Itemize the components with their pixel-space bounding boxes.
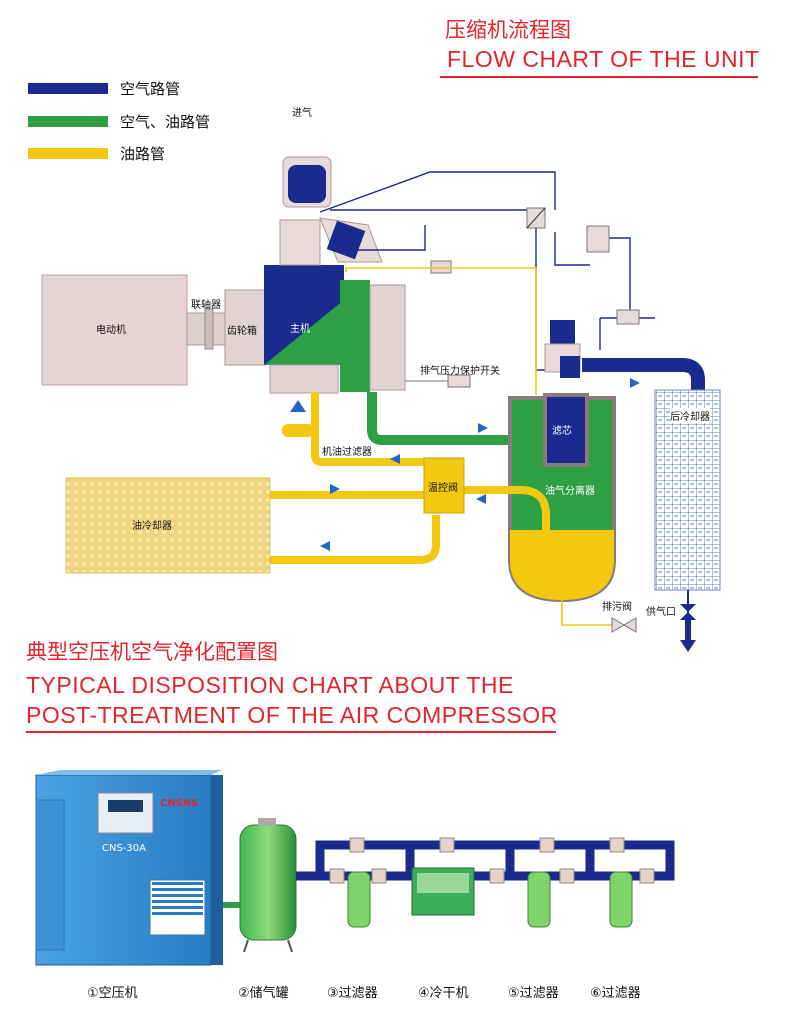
- oil-cooler: [65, 477, 271, 574]
- caption-air-tank: ②储气罐: [238, 986, 289, 1001]
- label-thermo-valve: 温控阀: [428, 483, 458, 494]
- label-after-cooler: 后冷却器: [670, 408, 710, 423]
- title-underline: [440, 76, 758, 78]
- filter-2: [527, 871, 551, 928]
- section2-title-en-line2: POST-TREATMENT OF THE AIR COMPRESSOR: [26, 702, 558, 728]
- label-filter-core: 滤芯: [552, 426, 572, 437]
- legend-label-air-oil: 空气、油路管: [120, 113, 211, 131]
- legend-swatch-air-oil: [28, 116, 108, 127]
- thermo-valve: [423, 457, 465, 514]
- filter-1: [347, 871, 371, 928]
- legend-label-air: 空气路管: [120, 80, 181, 98]
- filter-3: [609, 871, 633, 928]
- label-air-inlet: 进气: [292, 108, 312, 119]
- label-oil-cooler: 油冷却器: [132, 521, 172, 532]
- flow-chart-title-en: FLOW CHART OF THE UNIT: [447, 46, 760, 72]
- compressor-brand: CNSNS: [160, 798, 199, 809]
- caption-filter-1: ③过滤器: [327, 986, 378, 1001]
- label-drain-valve: 排污阀: [602, 602, 632, 613]
- after-cooler: [654, 389, 721, 591]
- motor: [41, 274, 188, 386]
- label-gearbox: 齿轮箱: [227, 326, 257, 337]
- label-pressure-switch: 排气压力保护开关: [420, 366, 500, 377]
- section2-title-en-line1: TYPICAL DISPOSITION CHART ABOUT THE: [26, 672, 514, 698]
- caption-dryer: ④冷干机: [418, 986, 469, 1001]
- caption-compressor: ①空压机: [87, 986, 138, 1001]
- label-motor: 电动机: [96, 325, 126, 336]
- label-air-supply: 供气口: [646, 607, 676, 618]
- legend-swatch-oil: [28, 148, 108, 159]
- caption-filter-2: ⑤过滤器: [508, 986, 559, 1001]
- caption-filter-3: ⑥过滤器: [590, 986, 641, 1001]
- air-receiver-tank: [239, 824, 297, 941]
- label-oil-filter: 机油过滤器: [322, 447, 372, 458]
- label-main-unit: 主机: [290, 324, 310, 335]
- label-separator: 油气分离器: [545, 486, 595, 497]
- flow-chart-title-cn: 压缩机流程图: [445, 18, 571, 42]
- label-coupling: 联轴器: [191, 300, 221, 311]
- legend-swatch-air: [28, 83, 108, 94]
- legend-label-oil: 油路管: [120, 145, 166, 163]
- section2-underline: [26, 731, 556, 733]
- compressor-model: CNS-30A: [102, 843, 146, 854]
- section2-title-cn: 典型空压机空气净化配置图: [26, 640, 278, 664]
